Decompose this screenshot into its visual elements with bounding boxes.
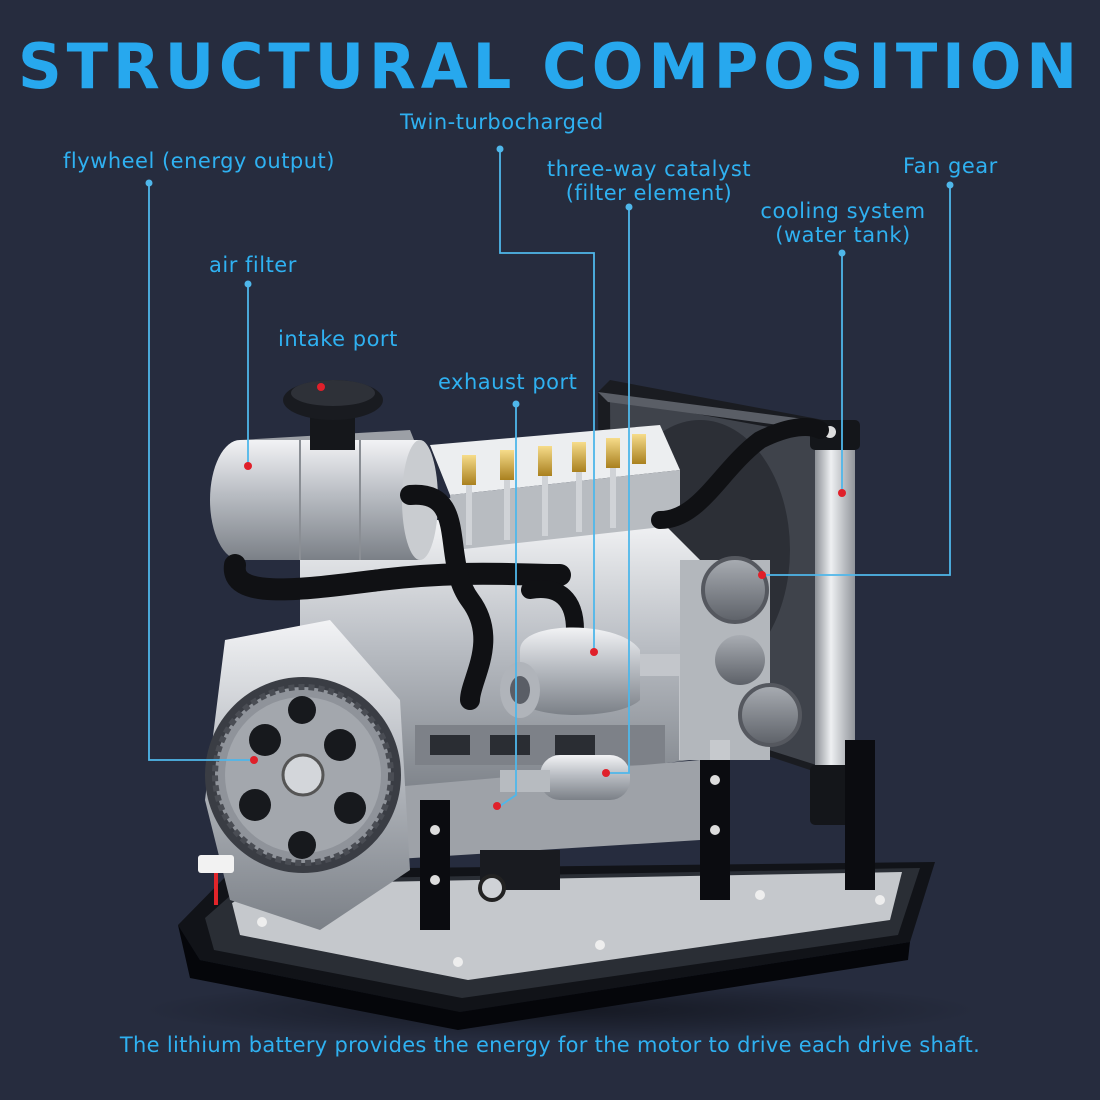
marker-exhaust [493, 802, 501, 810]
label-cooling-line1: cooling system [760, 199, 926, 223]
leader-flywheel [148, 183, 254, 761]
label-cooling-line2: (water tank) [775, 223, 911, 247]
valve-row [462, 434, 646, 545]
label-air-filter: air filter [209, 253, 297, 277]
marker-fan-gear [758, 571, 766, 579]
footer-caption: The lithium battery provides the energy … [119, 1033, 981, 1057]
intake-cap [283, 380, 383, 450]
marker-flywheel [250, 756, 258, 764]
leader-exhaust [499, 404, 517, 807]
label-catalyst-line2: (filter element) [565, 181, 733, 205]
marker-turbo [590, 648, 598, 656]
marker-cooling [838, 489, 846, 497]
label-exhaust-port: exhaust port [438, 370, 578, 394]
red-markers [244, 383, 846, 810]
marker-air-filter [244, 462, 252, 470]
base-brackets [420, 740, 875, 930]
marker-catalyst [602, 769, 610, 777]
leader-lines [148, 149, 951, 807]
label-cooling-system: cooling system (water tank) [752, 199, 934, 247]
marker-intake [317, 383, 325, 391]
leader-twin-turbo [499, 149, 595, 652]
label-fan-gear: Fan gear [903, 154, 998, 178]
label-catalyst-line1: three-way catalyst [546, 157, 752, 181]
leader-catalyst [606, 207, 630, 774]
page-title: STRUCTURAL COMPOSITION [17, 30, 1083, 103]
leader-endpoints [145, 145, 954, 408]
label-catalyst: three-way catalyst (filter element) [538, 157, 760, 205]
base-plate [178, 862, 935, 1030]
flywheel [205, 620, 410, 930]
label-flywheel: flywheel (energy output) [63, 149, 335, 173]
cylinder-head [430, 425, 680, 550]
label-twin-turbocharged: Twin-turbocharged [400, 110, 604, 134]
wire-connector [198, 855, 234, 905]
leader-fan-gear [762, 185, 951, 576]
label-intake-port: intake port [278, 327, 398, 351]
hoses [223, 418, 829, 710]
